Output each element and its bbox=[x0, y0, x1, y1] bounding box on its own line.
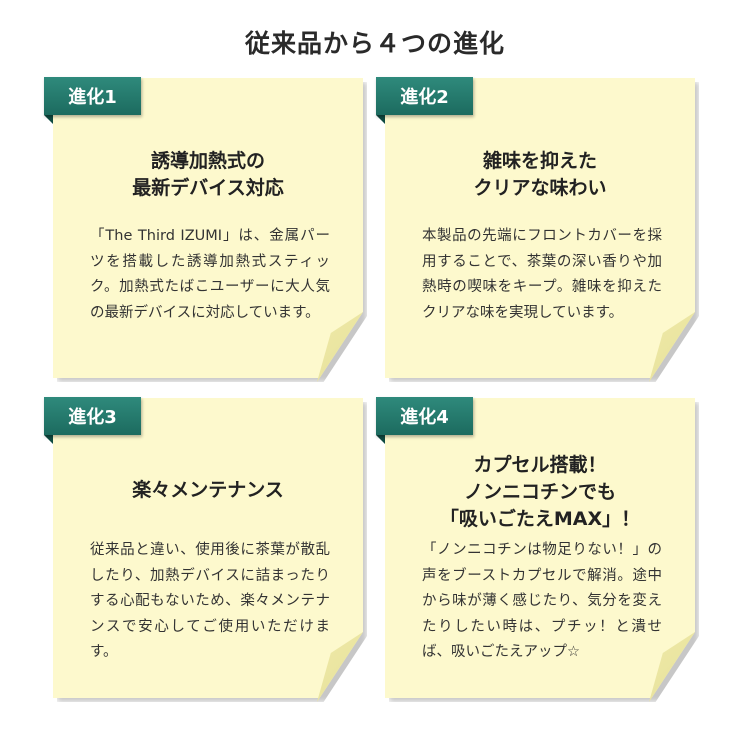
card-heading-1: 誘導加熱式の 最新デバイス対応 bbox=[53, 148, 363, 202]
card-body-2: 本製品の先端にフロントカバーを採用することで、茶葉の深い香りや加熱時の喫味をキー… bbox=[422, 228, 662, 321]
badge-tail bbox=[44, 115, 53, 124]
heading-line: 楽々メンテナンス bbox=[132, 479, 284, 501]
heading-line: 「吸いごたえMAX」！ bbox=[439, 508, 641, 530]
feature-card-2 bbox=[385, 78, 695, 378]
heading-line: クリアな味わい bbox=[473, 177, 607, 199]
card-heading-4: カプセル搭載！ ノンニコチンでも 「吸いごたえMAX」！ bbox=[385, 452, 695, 533]
badge-evolution-4: 進化4 bbox=[376, 397, 473, 435]
badge-evolution-1: 進化1 bbox=[44, 77, 141, 115]
card-heading-3: 楽々メンテナンス bbox=[53, 477, 363, 504]
badge-tail bbox=[376, 115, 385, 124]
page-title: 従来品から４つの進化 bbox=[244, 29, 505, 58]
feature-card-3 bbox=[53, 398, 363, 698]
card-body-4: 「ノンニコチンは物足りない！」の声をブーストカプセルで解消。途中から味が薄く感じ… bbox=[422, 542, 662, 660]
heading-line: カプセル搭載！ bbox=[473, 454, 607, 476]
badge-tail bbox=[376, 435, 385, 444]
card-body-3: 従来品と違い、使用後に茶葉が散乱したり、加熱デバイスに詰まったりする心配もないた… bbox=[90, 542, 330, 660]
feature-card-1 bbox=[53, 78, 363, 378]
badge-evolution-3: 進化3 bbox=[44, 397, 141, 435]
heading-line: ノンニコチンでも bbox=[463, 481, 616, 503]
badge-evolution-2: 進化2 bbox=[376, 77, 473, 115]
heading-line: 誘導加熱式の bbox=[150, 150, 265, 172]
card-body-1: 「The Third IZUMI」は、金属パーツを搭載した誘導加熱式スティック。… bbox=[90, 228, 330, 321]
feature-card-4 bbox=[385, 398, 695, 698]
heading-line: 最新デバイス対応 bbox=[132, 177, 284, 199]
badge-tail bbox=[44, 435, 53, 444]
heading-line: 雑味を抑えた bbox=[482, 150, 597, 172]
card-heading-2: 雑味を抑えた クリアな味わい bbox=[385, 148, 695, 202]
